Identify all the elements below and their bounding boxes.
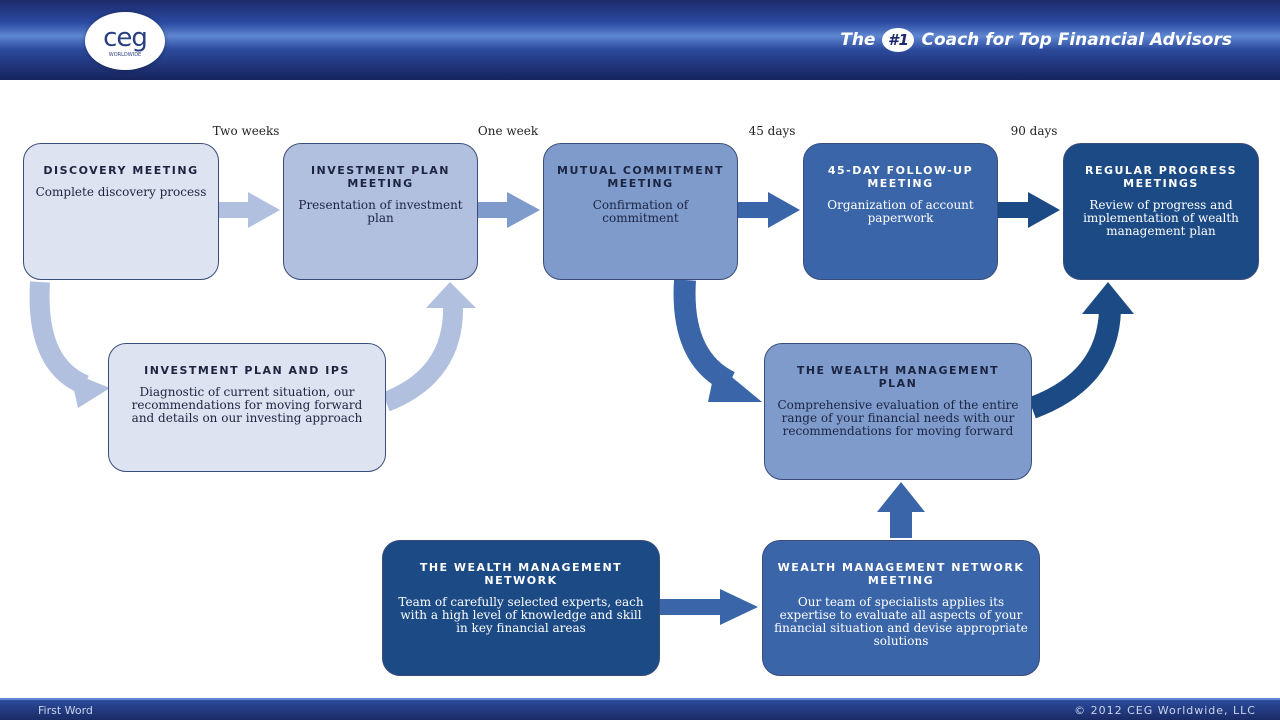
wealth-management-network-text: Team of carefully selected experts, each… (398, 595, 644, 635)
investment-plan-and-ips-text: Diagnostic of current situation, our rec… (131, 385, 363, 425)
mutual-commitment-meeting-text: Confirmation of commitment (592, 198, 689, 225)
wealth-management-plan-title: THE WEALTH MANAGEMENT PLAN (796, 364, 1000, 390)
investment-plan-meeting-title: INVESTMENT PLAN MEETING (310, 164, 451, 190)
follow-up-meeting-text: Organization of account paperwork (827, 198, 974, 225)
regular-progress-meetings-text: Review of progress and implementation of… (1083, 198, 1239, 238)
mutual-commitment-meeting-title: MUTUAL COMMITMENT MEETING (557, 164, 724, 190)
footer-bar: First Word © 2012 CEG Worldwide, LLC (0, 698, 1280, 720)
investment-plan-meeting-box: INVESTMENT PLAN MEETING Presentation of … (283, 143, 478, 280)
mutual-commitment-meeting-box: MUTUAL COMMITMENT MEETING Confirmation o… (543, 143, 738, 280)
footer-copyright: © 2012 CEG Worldwide, LLC (1074, 704, 1256, 717)
wealth-management-plan-text: Comprehensive evaluation of the entire r… (777, 398, 1019, 438)
wealth-management-network-box: THE WEALTH MANAGEMENT NETWORK Team of ca… (382, 540, 660, 676)
follow-up-meeting-title: 45-DAY FOLLOW-UP MEETING (827, 164, 974, 190)
wealth-management-network-meeting-title: WEALTH MANAGEMENT NETWORK MEETING (777, 561, 1025, 587)
wealth-management-plan-box: THE WEALTH MANAGEMENT PLAN Comprehensive… (764, 343, 1032, 480)
arrow-network-to-network-meeting (660, 589, 758, 625)
footer-source: First Word (38, 704, 93, 717)
tagline: The #1 Coach for Top Financial Advisors (840, 28, 1232, 52)
wealth-management-network-title: THE WEALTH MANAGEMENT NETWORK (419, 561, 623, 587)
arrow-wealth-plan-to-regular-progress (1027, 309, 1121, 419)
arrow-discovery-to-plan-ips-head (70, 372, 110, 408)
tagline-prefix: The (840, 30, 876, 50)
logo-text: ceg (103, 23, 148, 53)
wealth-management-network-meeting-box: WEALTH MANAGEMENT NETWORK MEETING Our te… (762, 540, 1040, 676)
logo-subtext: WORLDWIDE (108, 52, 142, 58)
investment-plan-and-ips-title: INVESTMENT PLAN AND IPS (144, 364, 350, 377)
timeline-label-two-weeks: Two weeks (212, 124, 280, 138)
arrow-discovery-to-plan-ips (29, 281, 90, 395)
timeline-label-90-days: 90 days (1010, 124, 1058, 138)
regular-progress-meetings-box: REGULAR PROGRESS MEETINGS Review of prog… (1063, 143, 1259, 280)
discovery-meeting-box: DISCOVERY MEETING Complete discovery pro… (23, 143, 219, 280)
arrow-network-meeting-to-wealth-plan (877, 482, 925, 538)
discovery-meeting-title: DISCOVERY MEETING (43, 164, 199, 177)
discovery-meeting-text: Complete discovery process (35, 185, 207, 199)
regular-progress-meetings-title: REGULAR PROGRESS MEETINGS (1084, 164, 1237, 190)
arrow-commitment-to-follow-up (738, 192, 800, 228)
arrow-commitment-to-wealth-plan-head (708, 364, 762, 402)
arrow-plan-ips-to-investment-plan-head (426, 282, 476, 308)
timeline-label-45-days: 45 days (748, 124, 796, 138)
arrow-wealth-plan-to-regular-progress-head (1082, 282, 1134, 314)
arrow-discovery-to-investment-plan (219, 192, 280, 228)
follow-up-meeting-box: 45-DAY FOLLOW-UP MEETING Organization of… (803, 143, 998, 280)
ceg-logo: ceg WORLDWIDE (85, 12, 165, 70)
investment-plan-meeting-text: Presentation of investment plan (298, 198, 463, 225)
timeline-label-one-week: One week (477, 124, 539, 138)
arrow-plan-ips-to-investment-plan (382, 304, 464, 412)
tagline-suffix: Coach for Top Financial Advisors (921, 30, 1232, 50)
arrow-investment-plan-to-commitment (478, 192, 540, 228)
investment-plan-and-ips-box: INVESTMENT PLAN AND IPS Diagnostic of cu… (108, 343, 386, 472)
arrow-commitment-to-wealth-plan (673, 279, 736, 392)
number-one-badge: #1 (882, 28, 915, 52)
wealth-management-network-meeting-text: Our team of specialists applies its expe… (774, 595, 1028, 648)
arrow-follow-up-to-regular-progress (998, 192, 1060, 228)
header-bar: ceg WORLDWIDE The #1 Coach for Top Finan… (0, 0, 1280, 80)
